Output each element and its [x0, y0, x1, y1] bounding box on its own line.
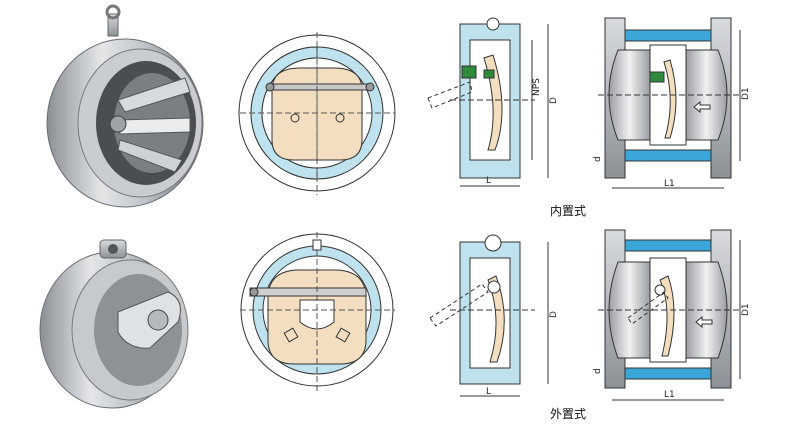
dim-small-d-upper: d	[593, 156, 603, 162]
dim-l1-upper: L1	[664, 179, 675, 189]
assembly-external	[598, 229, 741, 401]
front-view-external	[240, 232, 395, 392]
caption-external-type: 外置式	[550, 407, 587, 421]
dim-d1-upper: D1	[741, 87, 751, 100]
dim-d-upper: D	[549, 97, 559, 104]
valve-photo-external	[39, 239, 189, 409]
dim-small-d-lower: d	[593, 368, 603, 374]
dim-l1-lower: L1	[664, 390, 675, 400]
caption-internal-type: 内置式	[550, 204, 587, 218]
valve-photo-internal	[46, 4, 204, 208]
dim-nps-upper: NPS	[532, 78, 542, 96]
dim-d1-lower: D1	[741, 303, 751, 316]
dim-l-lower: L	[486, 387, 491, 397]
dim-d-lower: D	[549, 311, 559, 318]
dim-l-upper: L	[486, 176, 491, 186]
side-section-external	[429, 234, 549, 397]
front-view-internal	[238, 32, 396, 195]
side-section-internal	[427, 17, 549, 187]
assembly-internal	[598, 17, 741, 189]
